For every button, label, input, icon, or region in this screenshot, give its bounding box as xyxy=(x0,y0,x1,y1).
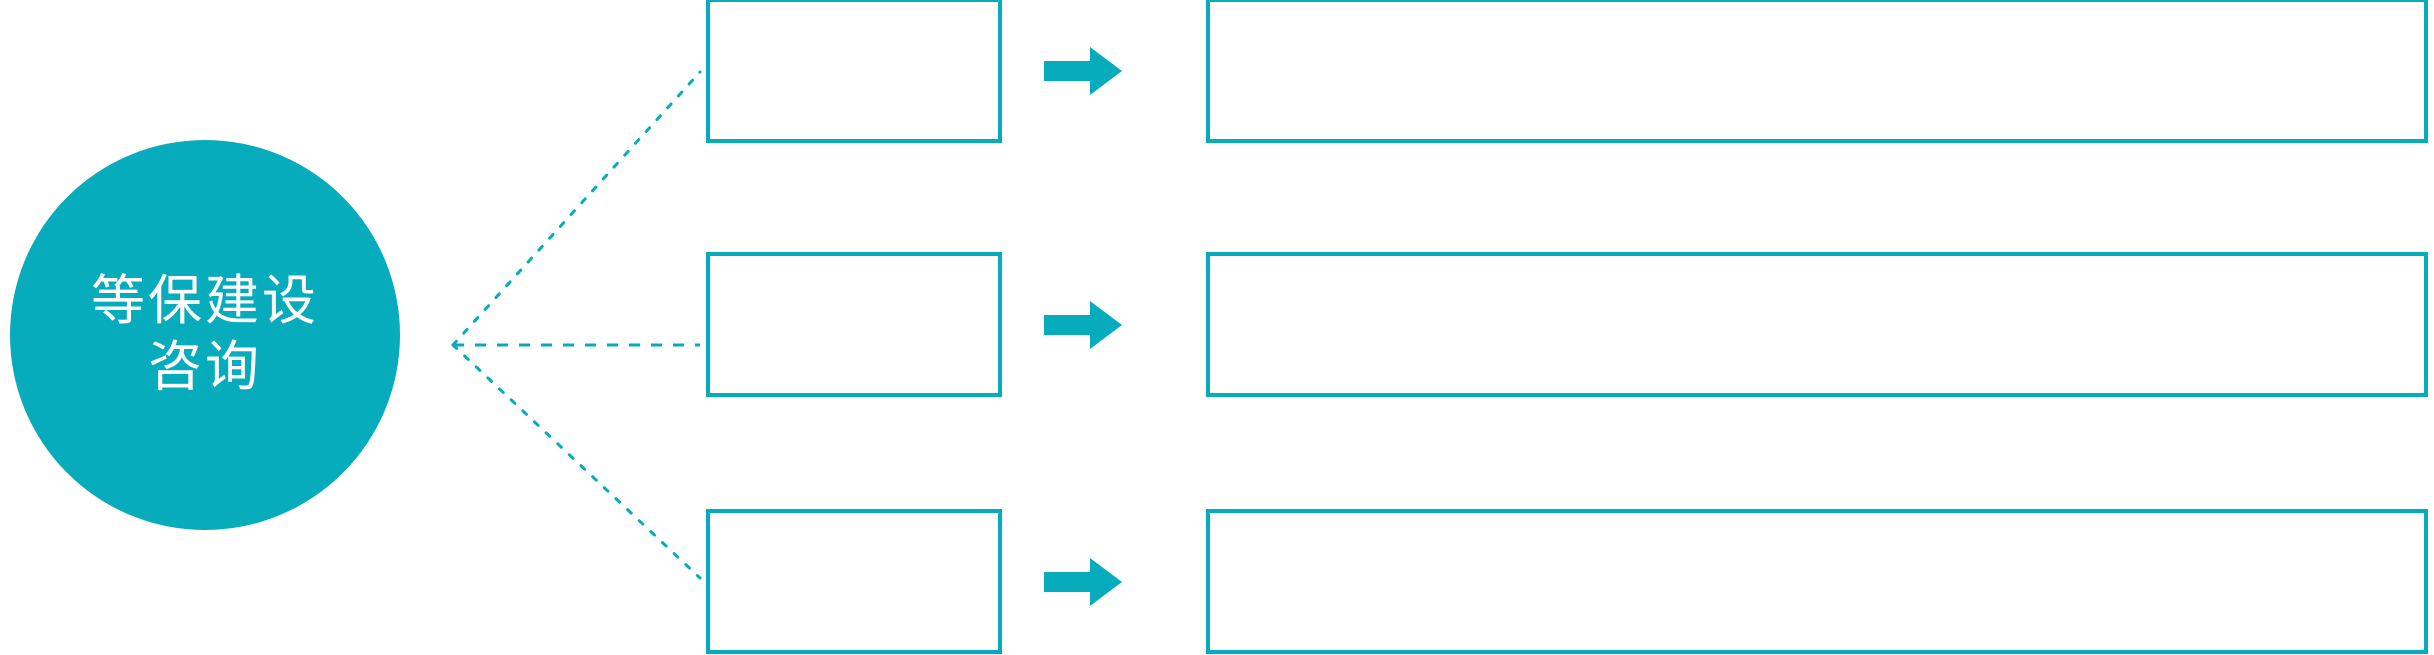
right-block-arrow-icon xyxy=(1044,47,1122,95)
stage-box-right[interactable] xyxy=(1206,0,2428,143)
hub-label-line-2: 咨询 xyxy=(148,337,262,397)
stage-box-right[interactable] xyxy=(1206,252,2428,397)
branch-row xyxy=(0,0,2434,143)
hub-node-circle[interactable]: 等保建设 咨询 xyxy=(10,140,400,530)
branch-row xyxy=(0,252,2434,397)
hub-label-line-1: 等保建设 xyxy=(91,271,319,332)
right-block-arrow-icon xyxy=(1044,558,1122,606)
right-block-arrow-icon xyxy=(1044,301,1122,349)
branch-row xyxy=(0,509,2434,654)
stage-box-left[interactable] xyxy=(706,252,1002,397)
stage-box-right[interactable] xyxy=(1206,509,2428,654)
stage-box-left[interactable] xyxy=(706,509,1002,654)
stage-box-left[interactable] xyxy=(706,0,1002,143)
